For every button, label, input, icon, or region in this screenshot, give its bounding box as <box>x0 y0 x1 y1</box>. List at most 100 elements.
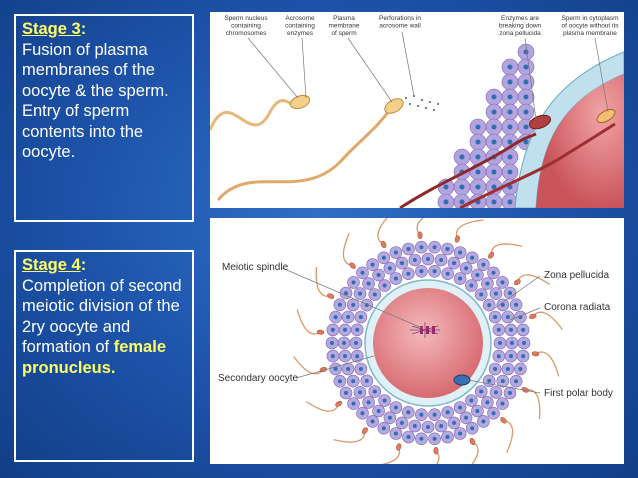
sperm-tail <box>455 219 484 240</box>
cell-nucleus <box>351 302 356 307</box>
cell-nucleus <box>358 291 362 296</box>
cell-nucleus <box>355 327 360 332</box>
cell-nucleus <box>485 400 490 405</box>
cell-nucleus <box>523 79 529 85</box>
cell-nucleus <box>445 247 450 251</box>
cell-nucleus <box>481 262 486 267</box>
cell-nucleus <box>358 367 363 371</box>
first-polar-body <box>453 374 471 386</box>
cell-nucleus <box>509 354 513 359</box>
cell-nucleus <box>469 283 474 288</box>
cell-nucleus <box>523 49 529 55</box>
sperm-head-1 <box>289 94 311 110</box>
sperm-tail-1 <box>210 99 296 131</box>
cell-nucleus <box>487 378 492 383</box>
cell-nucleus <box>514 302 519 307</box>
cell-nucleus <box>507 199 513 205</box>
cell-nucleus <box>443 184 449 190</box>
cell-nucleus <box>419 412 424 417</box>
cell-nucleus <box>514 379 519 384</box>
cell-nucleus <box>432 245 437 250</box>
stage-4-textbox: Stage 4: Completion of second meiotic di… <box>14 250 194 462</box>
cell-nucleus <box>452 261 456 266</box>
sperm-tail-2 <box>216 111 390 201</box>
cell-nucleus <box>500 401 505 406</box>
chromosomes <box>420 326 435 334</box>
cell-nucleus <box>344 291 348 296</box>
cell-nucleus <box>521 327 526 332</box>
cell-nucleus <box>337 302 342 307</box>
cell-nucleus <box>509 327 513 332</box>
stage-3-textbox: Stage 3: Fusion of plasma membranes of t… <box>14 14 194 222</box>
cell-nucleus <box>355 354 360 359</box>
cell-nucleus <box>393 276 398 281</box>
cell-nucleus <box>419 436 424 441</box>
cell-nucleus <box>366 400 371 405</box>
sperm-head <box>335 400 343 407</box>
cell-nucleus <box>400 261 404 266</box>
cell-nucleus <box>419 245 424 250</box>
sperm-tail <box>296 309 321 335</box>
stage-4-highlight: female pronucleus. <box>22 338 166 377</box>
cell-nucleus <box>346 367 351 371</box>
enzyme-dots <box>405 95 439 111</box>
sperm-head <box>513 279 521 286</box>
cell-nucleus <box>518 366 523 371</box>
cell-nucleus <box>458 405 463 410</box>
cell-nucleus <box>343 327 347 332</box>
cell-nucleus <box>360 270 365 275</box>
sperm-head <box>316 329 325 335</box>
cell-nucleus <box>491 411 496 416</box>
cell-nucleus <box>507 154 513 160</box>
cell-nucleus <box>351 280 356 285</box>
cell-nucleus <box>481 419 486 424</box>
cell-nucleus <box>496 327 501 332</box>
cell-nucleus <box>333 366 338 371</box>
cell-nucleus <box>419 269 424 274</box>
cell-nucleus <box>475 169 481 175</box>
sperm-head <box>521 387 529 393</box>
cell-nucleus <box>491 124 497 130</box>
cell-nucleus <box>491 199 497 205</box>
sperm-head <box>396 443 402 451</box>
sperm-tail <box>490 243 523 256</box>
cell-nucleus <box>372 292 377 297</box>
cell-nucleus <box>523 139 529 145</box>
cell-nucleus <box>491 139 497 145</box>
label-zona-pellucida: Zona pellucida <box>544 270 609 281</box>
cell-nucleus <box>344 390 348 395</box>
stage-3-title: Stage 3 <box>22 20 81 38</box>
cell-nucleus <box>507 79 513 85</box>
sperm-head <box>361 427 368 435</box>
cell-nucleus <box>376 273 381 277</box>
cell-nucleus <box>507 109 513 115</box>
cell-nucleus <box>381 255 386 260</box>
cell-nucleus <box>508 390 512 395</box>
cell-nucleus <box>507 94 513 100</box>
cell-nucleus <box>443 199 449 205</box>
cell-nucleus <box>496 354 501 359</box>
cell-nucleus <box>494 390 498 395</box>
cell-nucleus <box>458 431 463 436</box>
sperm-tail <box>377 218 388 246</box>
sperm-head <box>529 313 537 319</box>
cell-nucleus <box>464 415 469 420</box>
cell-nucleus <box>459 199 465 205</box>
label-first-polar-body: First polar body <box>544 388 613 399</box>
cell-nucleus <box>464 266 469 271</box>
cell-nucleus <box>382 398 387 403</box>
cell-nucleus <box>358 390 362 395</box>
sperm-head <box>327 293 335 299</box>
cell-nucleus <box>381 426 386 431</box>
cell-nucleus <box>400 420 404 425</box>
stage-4-text: Completion of second meiotic division of… <box>22 276 182 357</box>
sperm-tail <box>342 233 353 267</box>
cell-nucleus <box>354 341 358 345</box>
cell-nucleus <box>523 124 529 130</box>
cell-nucleus <box>470 426 475 431</box>
